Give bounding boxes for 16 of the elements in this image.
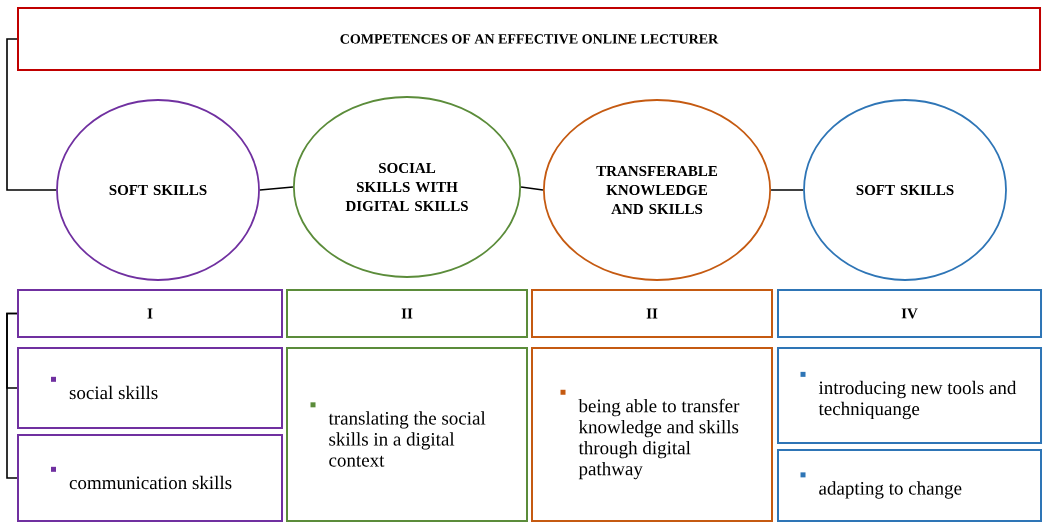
level-box: IV <box>777 289 1042 338</box>
title-box: COMPETENCES OF AN EFFECTIVE ONLINE LECTURER <box>17 7 1041 71</box>
level-box: II <box>286 289 528 338</box>
level-box: II <box>531 289 773 338</box>
bullet-box: introducing new tools and techniquange <box>777 347 1042 444</box>
connector-line <box>6 312 18 479</box>
level-box: I <box>17 289 283 338</box>
bullet-box: being able to transfer knowledge and skills through digital pathway <box>531 347 773 522</box>
connector-line <box>770 189 804 191</box>
connector-line <box>520 186 544 191</box>
bullet-box: translating the social skills in a digital context <box>286 347 528 522</box>
bullet-box: social skills <box>17 347 283 429</box>
connector-line <box>259 186 294 191</box>
connector-line <box>6 38 57 191</box>
bullet-box: adapting to change <box>777 449 1042 522</box>
bullet-box: communication skills <box>17 434 283 522</box>
